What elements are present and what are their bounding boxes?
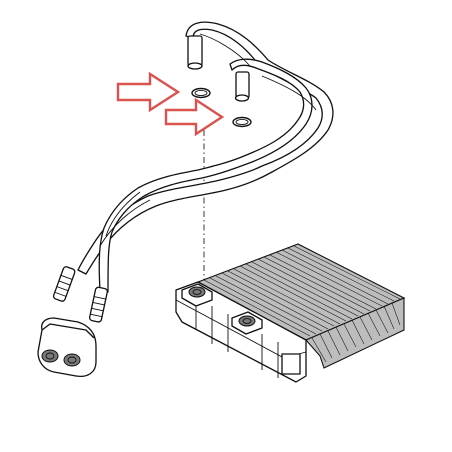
o-ring-lower: [232, 116, 252, 128]
pipe-end-upper: [187, 35, 203, 67]
core-port-1: [181, 283, 213, 307]
tank-bracket: [281, 353, 301, 375]
arrow-right-icon: [116, 71, 181, 113]
o-ring-upper: [191, 87, 211, 99]
heater-pipe-set: [77, 21, 334, 293]
pipe-nipples: [52, 266, 108, 323]
core-port-2: [231, 311, 263, 335]
hose-connector: [37, 317, 97, 378]
arrow-right-icon: [164, 97, 225, 137]
heater-core: [175, 243, 406, 383]
pipe-end-lower: [235, 71, 250, 99]
